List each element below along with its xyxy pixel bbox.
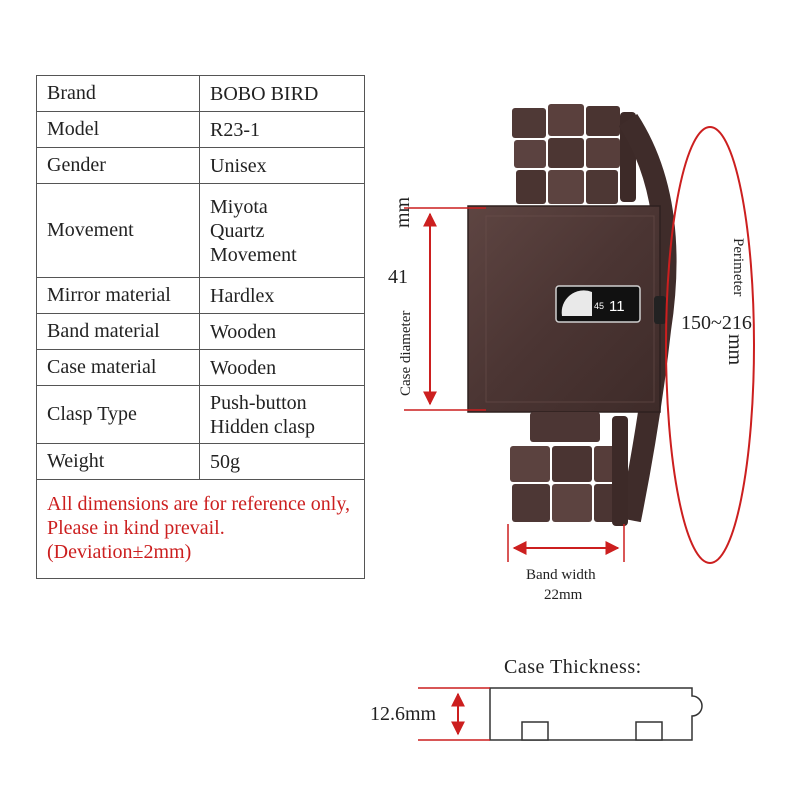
band-lower [510, 412, 628, 526]
disclaimer-note: All dimensions are for reference only, P… [36, 479, 365, 579]
spec-key: Mirror material [36, 277, 200, 314]
spec-key: Brand [36, 75, 200, 112]
spec-table: Brand BOBO BIRD Model R23-1 Gender Unise… [36, 75, 365, 579]
dial-small-number: 45 [594, 301, 604, 311]
perimeter-label: Perimeter [730, 238, 746, 297]
spec-key: Clasp Type [36, 385, 200, 444]
thickness-value: 12.6mm [370, 703, 437, 725]
spec-row-note: All dimensions are for reference only, P… [36, 479, 365, 579]
perimeter-marker [665, 126, 755, 564]
spec-key: Movement [36, 183, 200, 278]
case-thickness-label: Case Thickness: [504, 656, 642, 678]
dial-window: 45 11 [555, 285, 641, 323]
spec-value: Miyota Quartz Movement [199, 183, 365, 278]
spec-value: Push-button Hidden clasp [199, 385, 365, 444]
band-width-label: Band width [526, 567, 596, 583]
case-diameter-value: 41 [388, 266, 408, 288]
perimeter-value: 150~216 [681, 312, 752, 334]
spec-row-case: Case material Wooden [36, 349, 365, 386]
spec-row-brand: Brand BOBO BIRD [36, 75, 365, 112]
spec-row-model: Model R23-1 [36, 111, 365, 148]
band-width-marker [507, 524, 625, 562]
spec-value: Hardlex [199, 277, 365, 314]
perimeter-unit: mm [724, 334, 746, 366]
band-upper [512, 104, 636, 204]
spec-value: Wooden [199, 349, 365, 386]
spec-row-mirror: Mirror material Hardlex [36, 277, 365, 314]
spec-value: R23-1 [199, 111, 365, 148]
spec-value: Unisex [199, 147, 365, 184]
case-diameter-unit: mm [392, 196, 414, 228]
spec-key: Case material [36, 349, 200, 386]
spec-row-gender: Gender Unisex [36, 147, 365, 184]
spec-row-movement: Movement Miyota Quartz Movement [36, 183, 365, 278]
case-diameter-marker [404, 207, 486, 411]
spec-value: BOBO BIRD [199, 75, 365, 112]
spec-row-clasp: Clasp Type Push-button Hidden clasp [36, 385, 365, 444]
crown [654, 296, 666, 324]
spec-row-weight: Weight 50g [36, 443, 365, 480]
case-diameter-label: Case diameter [398, 310, 414, 396]
band-width-value: 22mm [544, 587, 583, 603]
dial-large-number: 11 [609, 298, 625, 315]
case-thickness-diagram [418, 687, 703, 741]
